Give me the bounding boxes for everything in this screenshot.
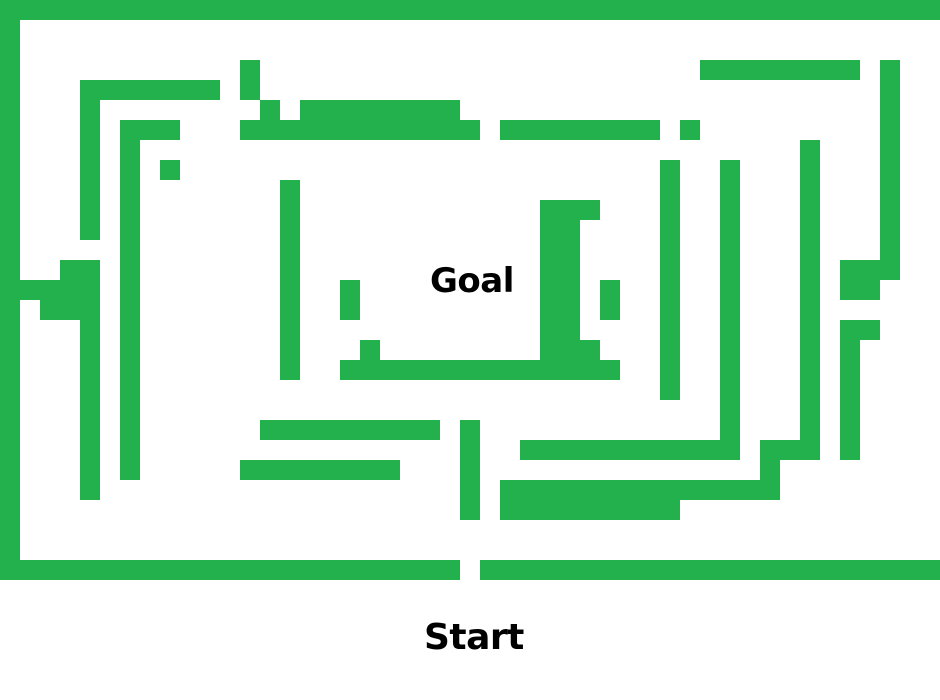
maze-corridor	[380, 180, 540, 360]
maze-corridor	[840, 100, 860, 260]
maze-svg[interactable]	[0, 0, 940, 580]
maze-corridor	[140, 140, 160, 480]
maze-corridor	[500, 440, 520, 480]
maze-corridor	[440, 400, 460, 540]
maze-corridor	[500, 460, 760, 480]
goal-label: Goal	[430, 261, 514, 301]
maze-corridor	[500, 420, 720, 440]
maze-corridor	[920, 20, 940, 320]
maze-corridor	[500, 140, 680, 160]
maze-corridor	[420, 160, 520, 200]
maze-corridor	[300, 160, 320, 420]
maze-corridor	[860, 60, 880, 260]
maze-corridor	[20, 540, 940, 560]
maze-corridor	[340, 200, 380, 220]
maze-corridor	[40, 520, 460, 540]
maze-corridor	[20, 260, 60, 280]
maze-corridor	[220, 100, 240, 500]
maze-corridor	[180, 120, 220, 140]
maze-corridor	[360, 240, 380, 340]
maze-corridor	[900, 300, 940, 320]
maze-corridor	[600, 200, 620, 260]
maze-corridor	[600, 320, 620, 360]
maze-corridor	[740, 140, 760, 480]
maze-corridor	[340, 220, 360, 260]
maze-corridor	[680, 40, 900, 60]
maze-corridor	[60, 60, 80, 240]
maze-corridor	[760, 160, 780, 440]
maze-corridor	[340, 320, 360, 360]
maze-corridor	[100, 100, 240, 120]
maze-corridor	[720, 100, 860, 120]
maze-corridor	[40, 40, 60, 260]
maze-corridor	[700, 120, 720, 440]
maze-corridor	[480, 100, 660, 120]
maze-corridor	[680, 140, 700, 420]
maze-corridor	[260, 160, 300, 180]
maze-corridor	[900, 20, 920, 300]
maze-corridor	[180, 480, 420, 500]
maze-corridor	[300, 400, 660, 420]
maze-corridor	[180, 140, 200, 480]
maze-corridor	[320, 380, 640, 400]
maze-corridor	[820, 120, 840, 480]
maze-corridor	[860, 340, 880, 480]
maze-corridor	[60, 60, 240, 80]
maze-corridor	[60, 500, 440, 520]
maze-corridor	[640, 160, 660, 420]
maze-corridor	[20, 20, 280, 40]
maze-corridor	[320, 180, 340, 400]
maze-corridor	[240, 140, 260, 460]
maze-corridor	[480, 520, 920, 540]
maze-corridor	[280, 40, 460, 60]
maze-corridor	[200, 120, 220, 480]
maze-corridor	[660, 20, 920, 40]
maze-corridor	[260, 20, 480, 40]
maze-corridor	[480, 20, 680, 40]
maze-corridor	[260, 160, 280, 420]
maze-corridor	[500, 60, 640, 80]
maze-corridor	[880, 480, 900, 520]
maze-corridor	[660, 140, 700, 160]
maze-corridor	[40, 240, 100, 260]
start-label: Start	[424, 617, 524, 658]
maze-corridor	[780, 480, 900, 500]
maze-corridor	[520, 180, 640, 200]
maze-corridor	[240, 440, 440, 460]
maze-corridor	[100, 100, 120, 500]
maze-corridor	[580, 240, 600, 340]
maze-corridor	[40, 40, 260, 60]
maze-corridor	[40, 320, 60, 540]
maze-corridor	[880, 280, 920, 300]
maze-corridor	[780, 460, 880, 480]
maze-corridor	[680, 500, 900, 520]
maze-corridor	[240, 140, 480, 160]
maze-corridor	[780, 140, 800, 440]
maze-corridor	[280, 40, 300, 120]
maze-corridor	[880, 320, 900, 520]
maze-corridor	[400, 440, 420, 500]
maze-corridor	[900, 320, 920, 540]
maze-corridor	[300, 80, 620, 100]
maze-corridor	[680, 80, 860, 100]
maze-corridor	[20, 20, 40, 280]
maze-paths[interactable]	[20, 20, 940, 580]
maze-corridor	[280, 380, 320, 400]
maze-corridor	[500, 40, 660, 60]
maze-corridor	[300, 60, 480, 80]
maze-corridor	[920, 320, 940, 560]
maze-corridor	[20, 300, 40, 560]
maze-corridor	[840, 300, 900, 320]
maze-corridor	[60, 340, 80, 520]
maze-corridor	[160, 180, 180, 500]
maze-corridor	[620, 60, 640, 100]
maze-corridor	[620, 180, 640, 400]
maze-corridor	[480, 400, 500, 540]
maze-corridor	[700, 120, 840, 140]
